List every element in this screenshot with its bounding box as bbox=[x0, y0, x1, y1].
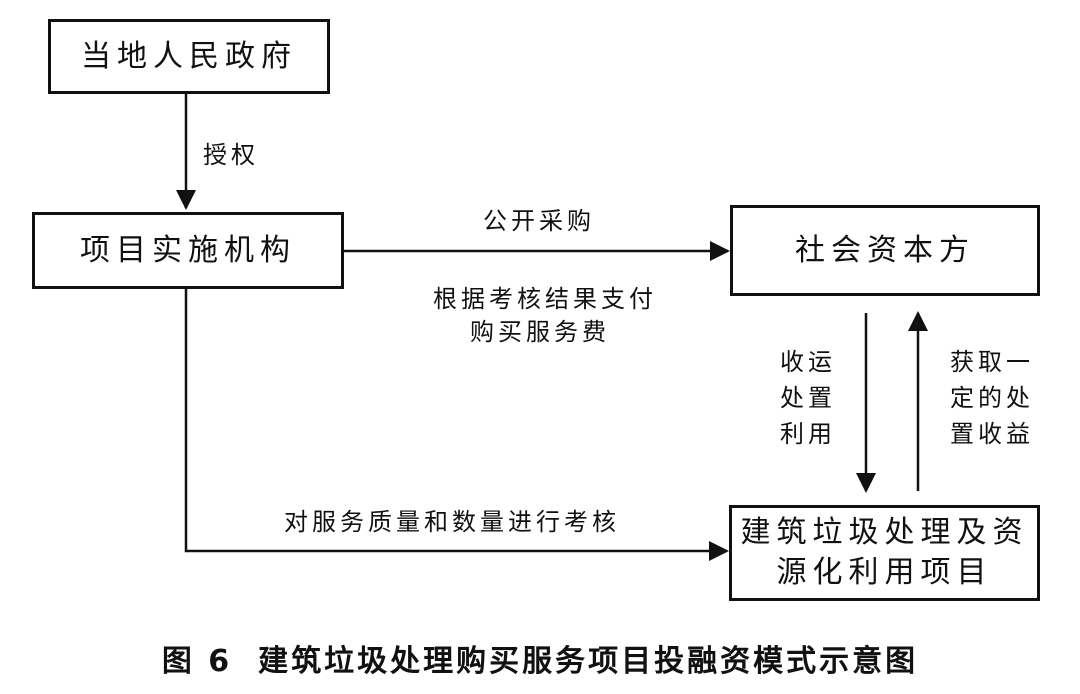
collect-dispose-label: 收运处置利用 bbox=[780, 348, 836, 448]
project-label-line2: 源化利用项目 bbox=[776, 555, 993, 590]
project-label-line1: 建筑垃圾处理及资 bbox=[740, 515, 1029, 550]
payment-label-line1: 根据考核结果支付 bbox=[433, 285, 657, 313]
payment-label-line2: 购买服务费 bbox=[470, 318, 610, 346]
government-label: 当地人民政府 bbox=[81, 38, 297, 74]
social-capital-box: 社会资本方 bbox=[730, 205, 1040, 296]
government-box: 当地人民政府 bbox=[48, 19, 330, 94]
assessment-label: 对服务质量和数量进行考核 bbox=[284, 508, 620, 536]
figure-title: 建筑垃圾处理购买服务项目投融资模式示意图 bbox=[258, 644, 919, 679]
obtain-income-label: 获取一定的处置收益 bbox=[950, 348, 1034, 448]
figure-caption: 图 6 建筑垃圾处理购买服务项目投融资模式示意图 bbox=[0, 636, 1080, 680]
authorize-label: 授权 bbox=[203, 141, 259, 169]
implementing-agency-label: 项目实施机构 bbox=[80, 232, 296, 268]
implementing-agency-box: 项目实施机构 bbox=[32, 212, 344, 289]
assessment-arrow bbox=[184, 289, 729, 561]
figure-number: 图 6 bbox=[161, 644, 233, 679]
procurement-label: 公开采购 bbox=[483, 207, 595, 235]
social-capital-label: 社会资本方 bbox=[795, 232, 975, 268]
project-box: 建筑垃圾处理及资 源化利用项目 bbox=[729, 505, 1040, 601]
